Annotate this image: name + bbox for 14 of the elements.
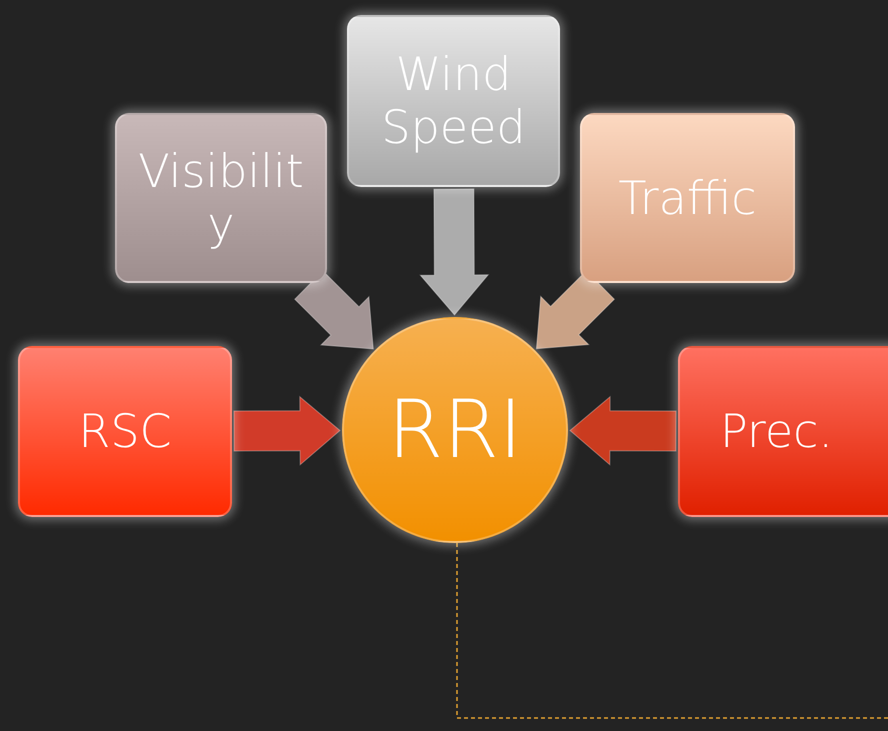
factor-box xyxy=(678,346,888,517)
block-arrow xyxy=(233,396,341,466)
connector-line xyxy=(456,543,888,719)
block-arrow xyxy=(569,396,677,466)
node-label: Prec. xyxy=(719,405,834,458)
block-arrow xyxy=(419,188,490,316)
node-label: Visibility xyxy=(137,145,305,251)
factor-box xyxy=(115,113,327,283)
factor-box xyxy=(580,113,795,283)
factor-box xyxy=(347,15,560,187)
factor-box xyxy=(18,346,232,517)
node-label: Traffic xyxy=(618,172,757,224)
node-label: RRI xyxy=(388,384,522,476)
node-label: RSC xyxy=(78,405,172,458)
